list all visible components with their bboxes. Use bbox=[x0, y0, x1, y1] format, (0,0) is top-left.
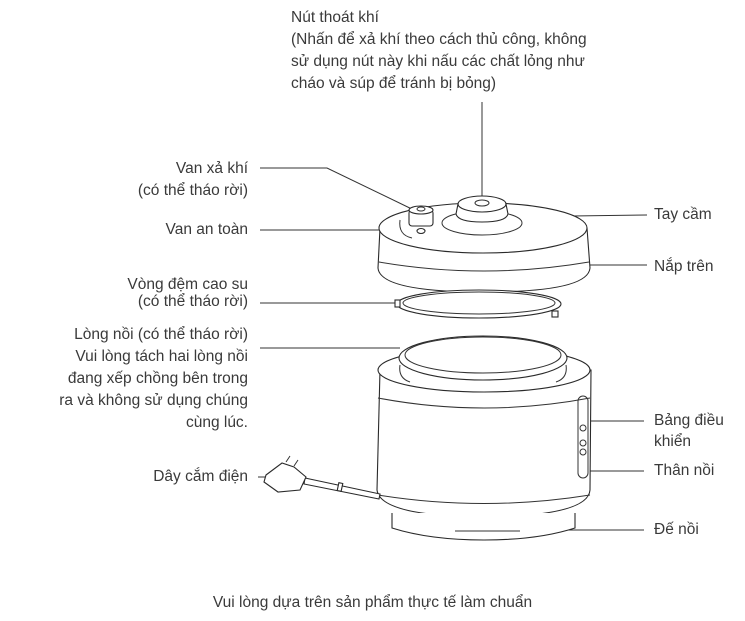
control-panel-drawing bbox=[577, 395, 589, 479]
label-top-lid: Nắp trên bbox=[654, 258, 714, 275]
label-pressure-release-button: Nút thoát khí (Nhấn để xả khí theo cách … bbox=[291, 7, 587, 95]
label-line: Van xả khí bbox=[175, 160, 248, 177]
label-line: Bảng điều bbox=[654, 412, 724, 429]
label-title: Nút thoát khí bbox=[291, 9, 379, 26]
label-line: đang xếp chồng bên trong bbox=[67, 370, 248, 387]
label-line: cùng lúc. bbox=[185, 414, 248, 431]
label-line: ra và không sử dụng chúng bbox=[59, 392, 248, 409]
handle-knob-drawing bbox=[455, 195, 509, 223]
label-line: sử dụng nút này khi nấu các chất lỏng nh… bbox=[291, 53, 585, 70]
exhaust-valve-drawing bbox=[408, 205, 434, 235]
label-line: Vui lòng tách hai lòng nồi bbox=[75, 348, 248, 365]
label-safety-valve: Van an toàn bbox=[165, 221, 248, 238]
label-inner-pot: Lòng nồi (có thể tháo rời) Vui lòng tách… bbox=[59, 324, 248, 434]
label-base: Đế nồi bbox=[654, 521, 699, 538]
leader-exhaust-valve bbox=[260, 167, 419, 213]
label-line: Lòng nồi (có thể tháo rời) bbox=[74, 326, 248, 343]
label-line: (có thể tháo rời) bbox=[137, 293, 248, 310]
power-cord-drawing bbox=[263, 455, 381, 500]
body-drawing bbox=[376, 335, 592, 541]
label-line: (Nhấn để xả khí theo cách thủ công, khôn… bbox=[291, 31, 587, 48]
label-control-panel: Bảng điều khiển bbox=[654, 410, 724, 452]
label-line: khiển bbox=[654, 433, 692, 450]
label-line: Vòng đệm cao su bbox=[127, 276, 248, 293]
label-line: (có thể tháo rời) bbox=[137, 182, 248, 199]
label-line: cháo và súp để tránh bị bỏng) bbox=[291, 75, 497, 92]
label-power-cord: Dây cắm điện bbox=[153, 468, 248, 485]
label-body: Thân nồi bbox=[654, 462, 715, 479]
label-rubber-gasket: Vòng đệm cao su (có thể tháo rời) bbox=[127, 276, 248, 310]
top-lid-drawing bbox=[377, 202, 591, 293]
label-handle: Tay cầm bbox=[654, 206, 712, 223]
footer-note: Vui lòng dựa trên sản phẩm thực tế làm c… bbox=[212, 594, 533, 611]
rubber-gasket-drawing bbox=[394, 289, 562, 319]
label-exhaust-valve: Van xả khí (có thể tháo rời) bbox=[138, 158, 248, 202]
